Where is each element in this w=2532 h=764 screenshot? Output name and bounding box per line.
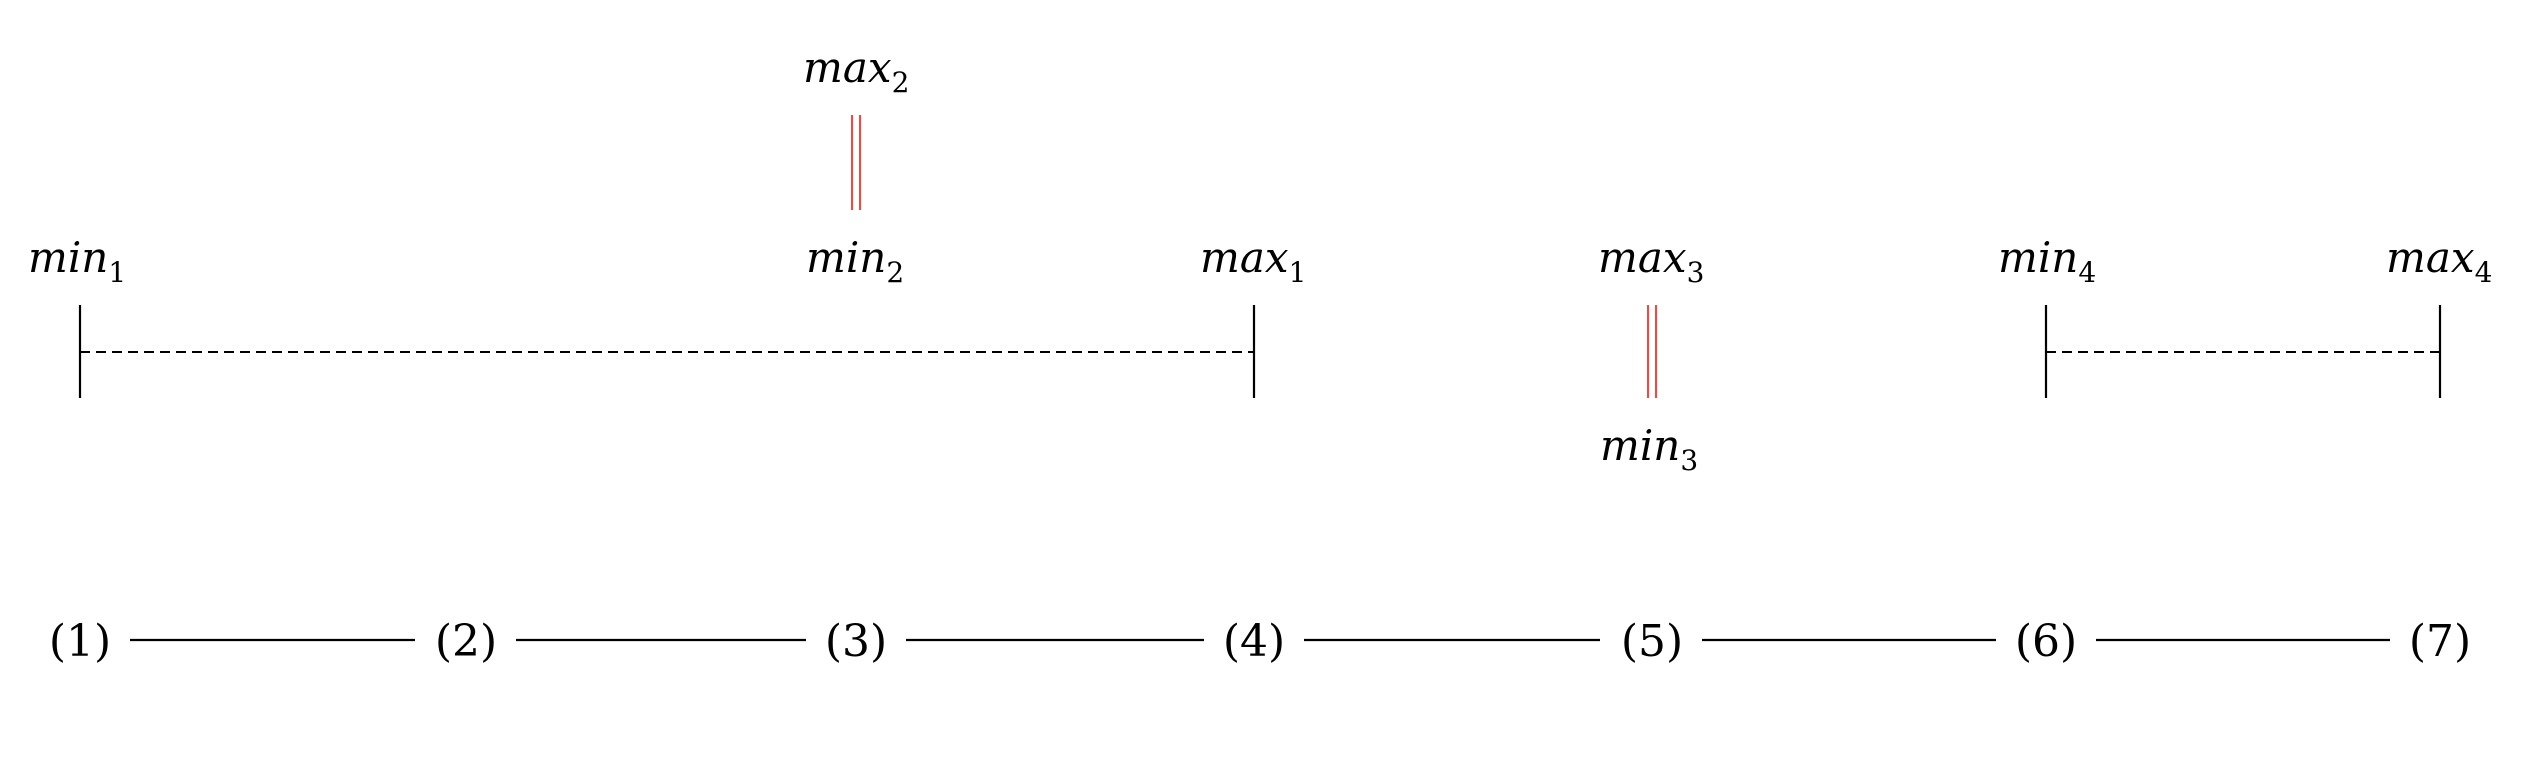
node-4: (4) — [1223, 616, 1285, 667]
label-max1: max1 — [1200, 233, 1306, 289]
label-min4: min4 — [1998, 233, 2096, 289]
label-min1: min1 — [28, 233, 126, 289]
node-2: (2) — [435, 616, 497, 667]
interval-4 — [2044, 305, 2442, 398]
node-3: (3) — [825, 616, 887, 667]
label-min3: min3 — [1600, 421, 1698, 477]
node-1: (1) — [49, 616, 111, 667]
node-7: (7) — [2409, 616, 2471, 667]
node-6: (6) — [2015, 616, 2077, 667]
interval-1 — [78, 305, 1256, 398]
label-min2: min2 — [806, 233, 904, 289]
double-marker-2 — [850, 115, 862, 210]
label-max4: max4 — [2386, 233, 2492, 289]
label-max3: max3 — [1598, 233, 1704, 289]
label-max2: max2 — [803, 43, 909, 99]
node-5: (5) — [1621, 616, 1683, 667]
double-marker-3 — [1646, 305, 1658, 398]
node-chain: (1) (2) (3) (4) (5) (6) (7) — [49, 616, 2471, 667]
